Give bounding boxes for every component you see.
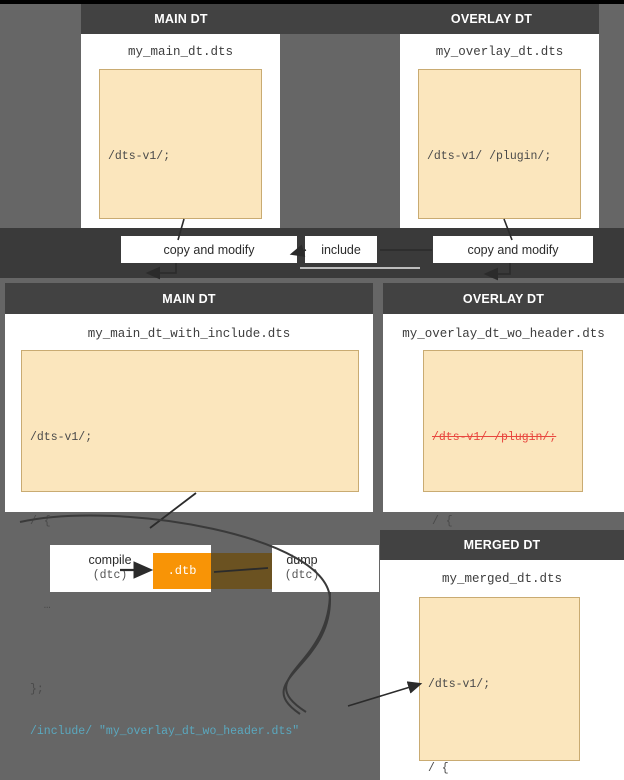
filename-overlay-dt: my_overlay_dt.dts xyxy=(435,45,564,59)
code-line-include: /include/ "my_overlay_dt_wo_header.dts" xyxy=(30,725,358,739)
code-line-struck: /dts-v1/ /plugin/; xyxy=(432,431,582,445)
edge-label-copy-modify-right: copy and modify xyxy=(433,236,593,263)
code-main-dt-with-include: /dts-v1/; / { … }; /include/ "my_overlay… xyxy=(21,350,359,738)
panel-title-overlay-dt-1: OVERLAY DT xyxy=(450,12,533,26)
code-line: }; xyxy=(30,683,44,696)
compile-tool-text: (dtc) xyxy=(92,569,128,582)
dump-tool-text: (dtc) xyxy=(284,569,320,582)
top-black-strip xyxy=(0,0,624,4)
code-line: / { xyxy=(428,762,449,775)
edge-label-include: include xyxy=(305,236,377,263)
code-merged-dt: /dts-v1/; / { … … }; xyxy=(419,597,580,775)
dtb-artifact-box: .dtb xyxy=(153,553,211,589)
code-line: / { xyxy=(30,515,51,528)
include-directive: /include/ xyxy=(30,725,93,738)
code-line: / { xyxy=(432,515,453,528)
code-line: /dts-v1/; xyxy=(108,150,171,163)
compile-text: compile xyxy=(88,553,132,567)
code-line: … xyxy=(30,599,51,612)
code-overlay-dt: /dts-v1/ /plugin/; / { … }; xyxy=(418,69,581,415)
include-path-string: "my_overlay_dt_wo_header.dts" xyxy=(99,725,300,738)
dump-text: dump xyxy=(286,553,318,567)
code-line: /dts-v1/ /plugin/; xyxy=(427,150,552,163)
compile-label: compile (dtc) xyxy=(50,553,170,583)
row2-header-main-dt: MAIN DT xyxy=(5,283,373,314)
filename-main-dt-with-include: my_main_dt_with_include.dts xyxy=(87,327,291,341)
struck-header-line: /dts-v1/ /plugin/; xyxy=(432,431,557,444)
dump-label: dump (dtc) xyxy=(272,553,332,583)
code-line: /dts-v1/; xyxy=(30,431,93,444)
row2-header-overlay-dt: OVERLAY DT xyxy=(383,283,624,314)
panel-title-main-dt-2: MAIN DT xyxy=(162,291,216,306)
panel-title-merged-dt: MERGED DT xyxy=(463,538,541,552)
code-line: /dts-v1/; xyxy=(428,678,491,691)
code-overlay-dt-wo-header: /dts-v1/ /plugin/; / { … }; xyxy=(423,350,583,696)
panel-title-main-dt-1: MAIN DT xyxy=(154,12,208,26)
row3-header-merged-dt: MERGED DT xyxy=(380,530,624,560)
code-main-dt: /dts-v1/; / { … }; xyxy=(99,69,262,415)
filename-main-dt: my_main_dt.dts xyxy=(127,45,234,59)
filename-merged-dt: my_merged_dt.dts xyxy=(441,572,563,586)
filename-overlay-dt-wo-header: my_overlay_dt_wo_header.dts xyxy=(402,327,605,341)
edge-label-copy-modify-left: copy and modify xyxy=(121,236,297,263)
row1-header-bar: MAIN DT OVERLAY DT xyxy=(81,4,599,34)
panel-title-overlay-dt-2: OVERLAY DT xyxy=(462,291,545,306)
